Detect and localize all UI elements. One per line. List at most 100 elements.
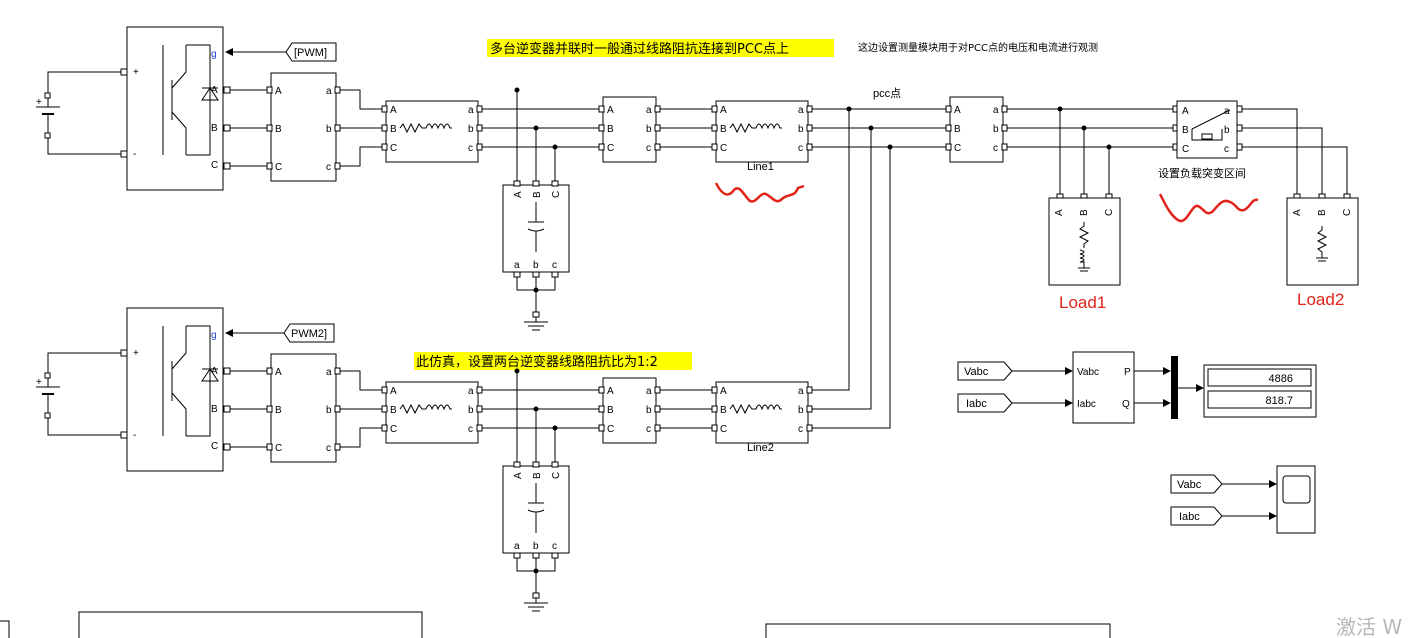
port-connector <box>711 405 718 413</box>
svg-text:Q: Q <box>1122 399 1130 410</box>
port-label: A <box>513 472 524 479</box>
port-connector <box>381 386 388 394</box>
mux-block[interactable] <box>1171 356 1178 419</box>
wire-junction <box>533 287 539 293</box>
port-connector <box>711 424 718 432</box>
port-connector <box>654 124 661 132</box>
port-label: C <box>954 143 961 154</box>
port-label: b <box>533 541 539 552</box>
wire-junction <box>514 87 520 93</box>
port-label: c <box>468 143 473 154</box>
port-label: c <box>646 143 651 154</box>
iabc-from-tag-2[interactable]: Iabc <box>1170 506 1223 526</box>
port-label: c <box>326 162 331 173</box>
load-2-block[interactable]: A B C <box>1286 197 1359 286</box>
svg-text:C: C <box>211 441 218 452</box>
svg-text:B: B <box>1317 209 1328 216</box>
port-label: B <box>532 191 543 198</box>
display-p-value: 4886 <box>1269 373 1293 385</box>
port-label: B <box>607 124 614 135</box>
svg-text:+: + <box>36 377 42 388</box>
port-label: b <box>533 260 539 271</box>
port-connector <box>334 367 341 375</box>
port-label: C <box>551 191 562 198</box>
scope-block[interactable] <box>1276 465 1316 534</box>
wire-segment <box>340 89 382 110</box>
port-connector <box>654 386 661 394</box>
port-connector <box>532 271 540 278</box>
display-block[interactable]: 4886 818.7 <box>1203 364 1317 418</box>
inverter-1[interactable]: + + - g A B C <box>36 26 231 191</box>
wire-segment <box>1241 108 1298 194</box>
wire-segment <box>399 122 452 134</box>
port-connector <box>1236 105 1243 113</box>
port-connector <box>270 72 337 182</box>
svg-text:P: P <box>1124 367 1131 378</box>
port-connector <box>715 100 809 163</box>
port-connector <box>945 143 952 151</box>
port-connector <box>1001 105 1008 113</box>
bottom-panel-left <box>78 611 423 638</box>
port-connector <box>806 124 813 132</box>
inverter-2[interactable]: + + - g A B C <box>36 307 231 472</box>
port-connector <box>476 143 483 151</box>
pq-calculation-block[interactable]: Vabc Iabc P Q <box>1072 351 1135 424</box>
load-1-block[interactable]: A B C <box>1048 197 1121 286</box>
port-label: A <box>275 367 282 378</box>
port-connector <box>381 105 388 113</box>
svg-text:PWM2]: PWM2] <box>291 328 327 340</box>
wire-segment <box>524 317 548 331</box>
port-label: b <box>326 405 332 416</box>
vabc-from-tag-1[interactable]: Vabc <box>957 361 1013 381</box>
port-connector <box>476 405 483 413</box>
port-label: C <box>720 424 727 435</box>
port-label: C <box>275 443 282 454</box>
pwm-goto-tag-2[interactable]: PWM2] <box>225 323 335 343</box>
port-connector <box>1001 124 1008 132</box>
svg-text:c: c <box>1224 144 1229 155</box>
port-connector <box>551 552 559 559</box>
vabc-from-tag-2[interactable]: Vabc <box>1170 474 1223 494</box>
port-connector <box>334 162 341 170</box>
port-connector <box>532 180 540 187</box>
iabc-from-tag-1[interactable]: Iabc <box>957 393 1013 413</box>
port-label: b <box>468 124 474 135</box>
pwm-goto-tag-1[interactable]: [PWM] <box>225 42 337 62</box>
svg-text:B: B <box>1182 125 1189 136</box>
port-connector <box>381 424 388 432</box>
wire-junction <box>846 106 852 112</box>
measure-note: 这边设置测量模块用于对PCC点的电压和电流进行观测 <box>858 41 1098 54</box>
wire-junction <box>514 368 520 374</box>
svg-text:B: B <box>211 123 218 134</box>
port-label: B <box>720 124 727 135</box>
port-connector <box>598 143 605 151</box>
port-label: A <box>607 386 614 397</box>
svg-text:A: A <box>1182 106 1189 117</box>
port-label: c <box>798 143 803 154</box>
svg-text:Vabc: Vabc <box>1077 367 1099 378</box>
port-connector <box>715 381 809 444</box>
title-note-highlight <box>487 39 834 57</box>
three-phase-breaker[interactable]: A B C a b c <box>1176 100 1238 159</box>
port-connector <box>1001 143 1008 151</box>
port-label: A <box>607 105 614 116</box>
port-connector <box>806 386 813 394</box>
port-label: c <box>552 260 557 271</box>
svg-text:-: - <box>133 149 136 160</box>
port-label: a <box>798 386 804 397</box>
port-connector <box>1236 143 1243 151</box>
wire-segment <box>527 202 545 252</box>
port-connector <box>602 377 657 444</box>
port-connector <box>334 124 341 132</box>
